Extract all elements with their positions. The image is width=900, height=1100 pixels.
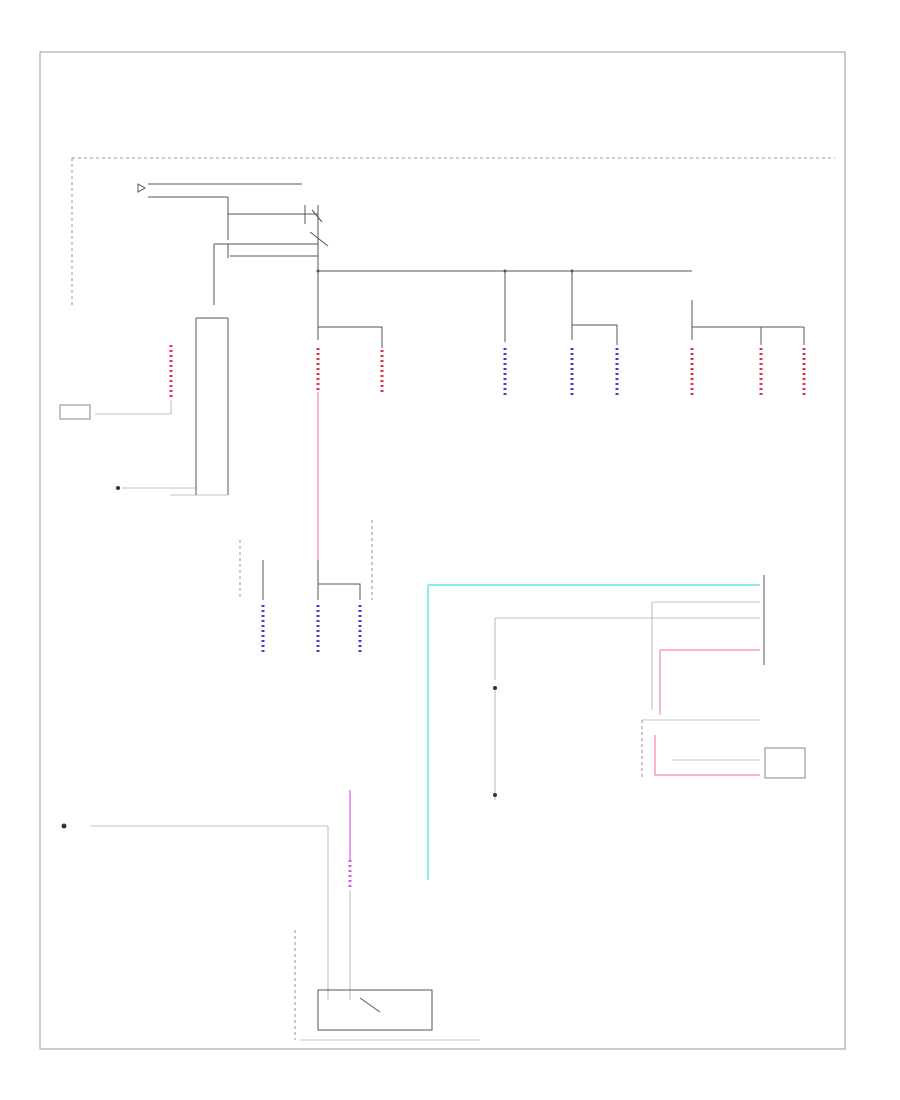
branch-fuse-a xyxy=(316,275,384,560)
branch-fuse-e xyxy=(239,520,373,655)
ground-center xyxy=(493,686,497,800)
branch-fuse-c xyxy=(570,271,619,395)
module-right xyxy=(494,575,806,780)
ground-left-lower xyxy=(61,823,329,1000)
relay-top xyxy=(137,183,329,305)
cyan-harness xyxy=(427,584,760,880)
branch-fuse-d xyxy=(690,300,806,395)
relay-bottom xyxy=(294,790,480,1041)
left-ground-branch xyxy=(59,317,229,496)
diagram-frame xyxy=(39,51,846,1050)
